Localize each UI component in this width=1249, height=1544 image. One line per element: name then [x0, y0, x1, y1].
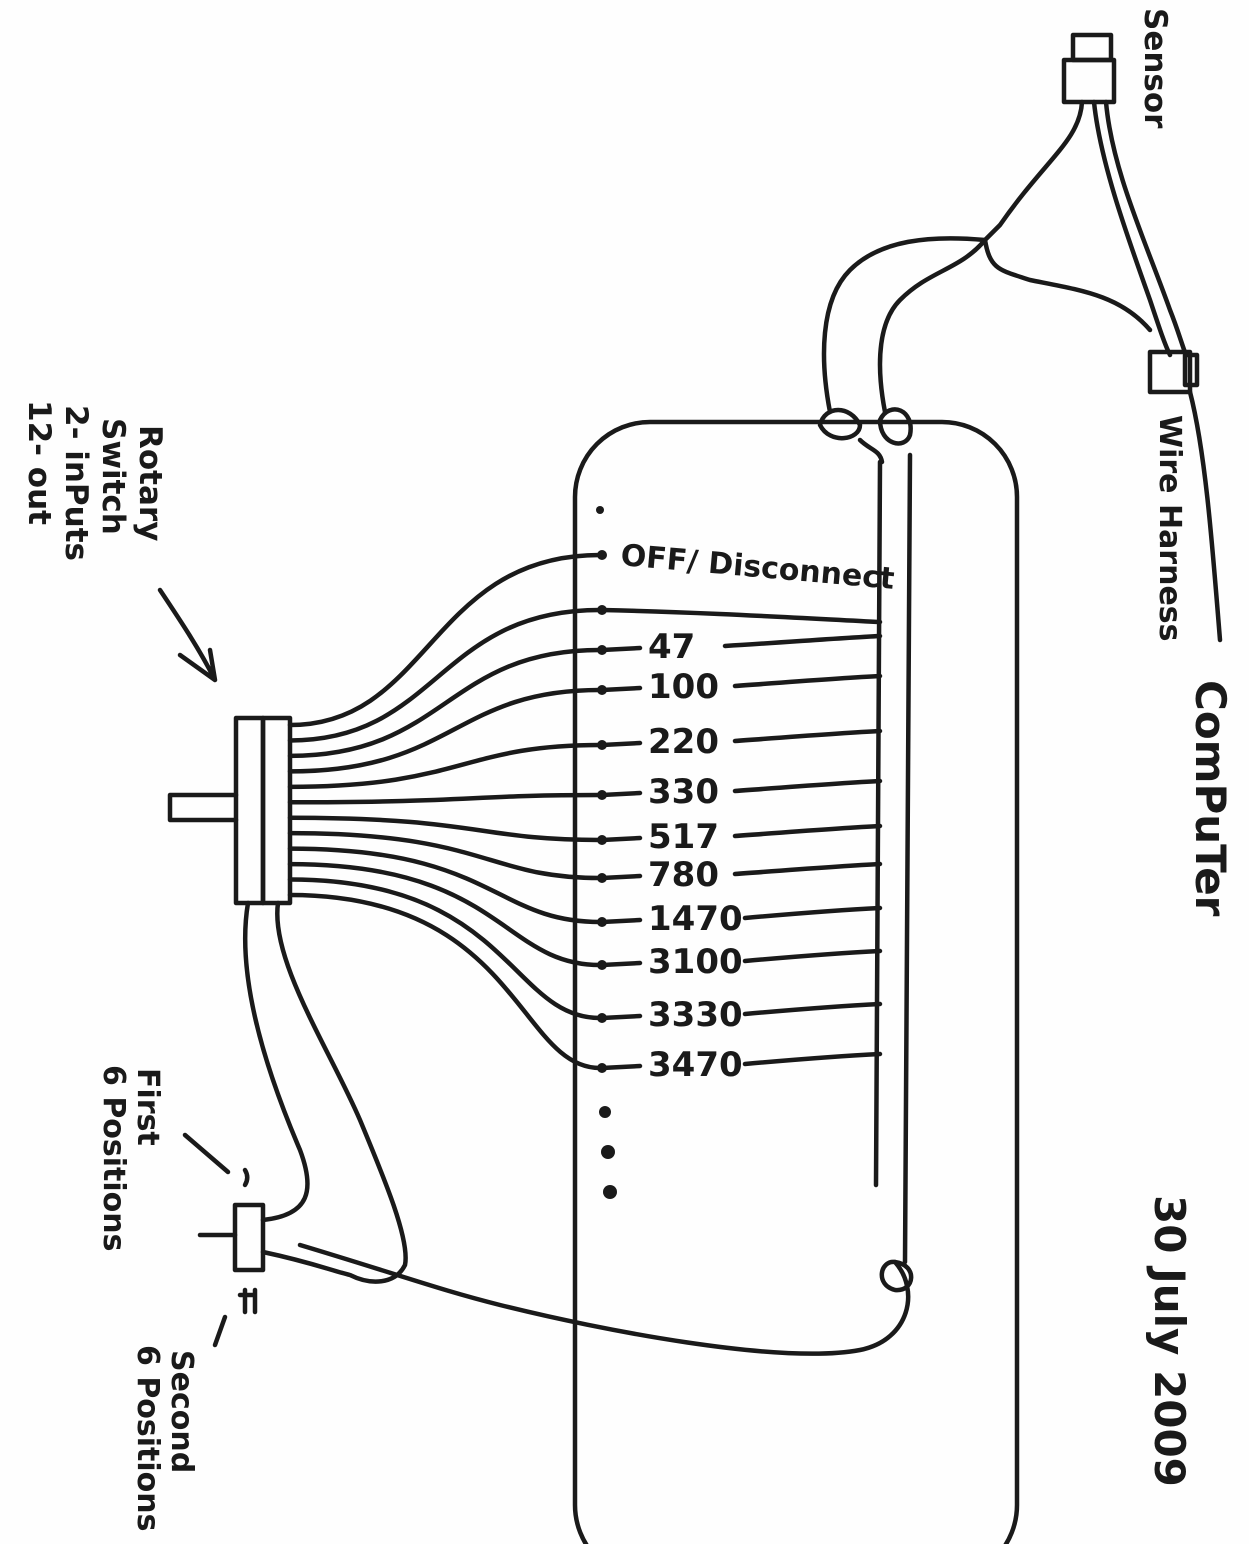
resistor-value-100: 100: [648, 667, 719, 707]
top-cable-down: [857, 437, 885, 465]
resistor-lead-right: [732, 861, 883, 877]
resistor-lead-left: [599, 790, 643, 798]
unused-lead: [599, 607, 883, 625]
resistor-value-780: 780: [648, 855, 719, 895]
harness-wire-1: [982, 99, 1085, 243]
ribbon-wire: [287, 607, 603, 743]
resistor-lead-left: [599, 1063, 643, 1071]
harness-wire-3: [1103, 99, 1189, 358]
resistor-lead-left: [599, 1013, 643, 1021]
resistor-lead-right: [722, 633, 883, 649]
lower-connector: [197, 1167, 266, 1315]
resistor-value-330: 330: [648, 772, 719, 812]
resistor-lead-left: [599, 645, 643, 653]
harness-wire-2: [1091, 99, 1173, 358]
ribbon-wire: [287, 742, 603, 790]
computer-label: ComPuTer: [1186, 680, 1235, 917]
date-label: 30 July 2009: [1145, 1195, 1194, 1487]
first-positions-line-2: 6 Positions: [96, 1065, 131, 1252]
rotary-line-2: Switch: [95, 418, 131, 535]
resistor-lead-left: [599, 873, 643, 881]
resistor-value-3470: 3470: [648, 1045, 743, 1085]
resistor-lead-right: [732, 823, 883, 839]
resistor-lead-left: [599, 917, 643, 925]
resistor-value-1470: 1470: [648, 899, 743, 939]
bottom-cable-entry: [879, 1259, 914, 1293]
second-positions-line-2: 6 Positions: [130, 1345, 165, 1532]
ribbon-wire: [287, 846, 603, 925]
rotary-line-4: 12- out: [21, 400, 57, 525]
wire-harness-connector: [1147, 349, 1200, 395]
top-cable-entry: [817, 407, 863, 441]
resistor-lead-right: [732, 673, 883, 689]
ribbon-wire: [287, 861, 603, 968]
top-cable-inner: [877, 237, 988, 415]
wire-harness-label: Wire Harness: [1152, 415, 1187, 642]
bus-right: [902, 452, 913, 1265]
top-cable-outer: [821, 236, 988, 415]
top-dot: [596, 506, 604, 514]
resistor-leads: [599, 607, 883, 1071]
first-positions-line-1: First: [130, 1068, 165, 1146]
resistor-lead-left: [599, 835, 643, 843]
computer-cable: [1187, 389, 1223, 643]
resistor-value-517: 517: [648, 817, 719, 857]
resistor-lead-right: [742, 948, 883, 964]
off-disconnect-label: OFF/ Disconnect: [619, 538, 896, 597]
resistor-lead-right: [742, 1051, 883, 1067]
ribbon-wire: [287, 687, 603, 774]
resistor-lead-right: [742, 905, 883, 921]
ribbon-wire: [287, 647, 603, 759]
ribbon-wire: [287, 830, 603, 881]
resistor-lead-left: [599, 960, 643, 968]
ribbon-wire: [287, 892, 603, 1071]
enclosure-box: [572, 419, 1020, 1544]
ribbon-wire: [287, 877, 603, 1021]
second-positions-line-1: Second: [164, 1350, 199, 1473]
rotary-arrow: [157, 587, 218, 683]
bottom-cable-outer: [297, 1242, 911, 1356]
switch-ribbon-right: [260, 900, 408, 1284]
rotary-switch: [167, 715, 293, 906]
continuation-dots: [599, 1106, 617, 1199]
ribbon-wire: [287, 792, 603, 805]
ribbon-wire: [287, 815, 603, 843]
resistor-value-47: 47: [648, 627, 695, 667]
switch-ribbon-left: [243, 900, 310, 1223]
rotary-line-1: Rotary: [132, 425, 168, 541]
resistor-lead-left: [599, 685, 643, 693]
resistor-lead-right: [742, 1001, 883, 1017]
bus-left: [873, 459, 883, 1188]
resistor-lead-right: [732, 728, 883, 744]
terminal-dot: [597, 550, 607, 560]
resistor-value-3330: 3330: [648, 995, 743, 1035]
top-cable-branch: [982, 237, 1153, 333]
top-cable-entry-2: [877, 407, 913, 446]
ribbon-wire: [287, 552, 603, 728]
sensor-connector: [1061, 32, 1117, 105]
resistor-value-3100: 3100: [648, 942, 743, 982]
sensor-label: Sensor: [1137, 8, 1173, 129]
ribbon-wires: [287, 550, 607, 1073]
second-positions-pointer: [212, 1314, 228, 1348]
resistor-value-220: 220: [648, 722, 719, 762]
rotary-line-3: 2- inPuts: [58, 405, 94, 561]
resistor-lead-left: [599, 740, 643, 748]
first-positions-pointer: [182, 1132, 231, 1175]
resistor-lead-right: [732, 778, 883, 794]
